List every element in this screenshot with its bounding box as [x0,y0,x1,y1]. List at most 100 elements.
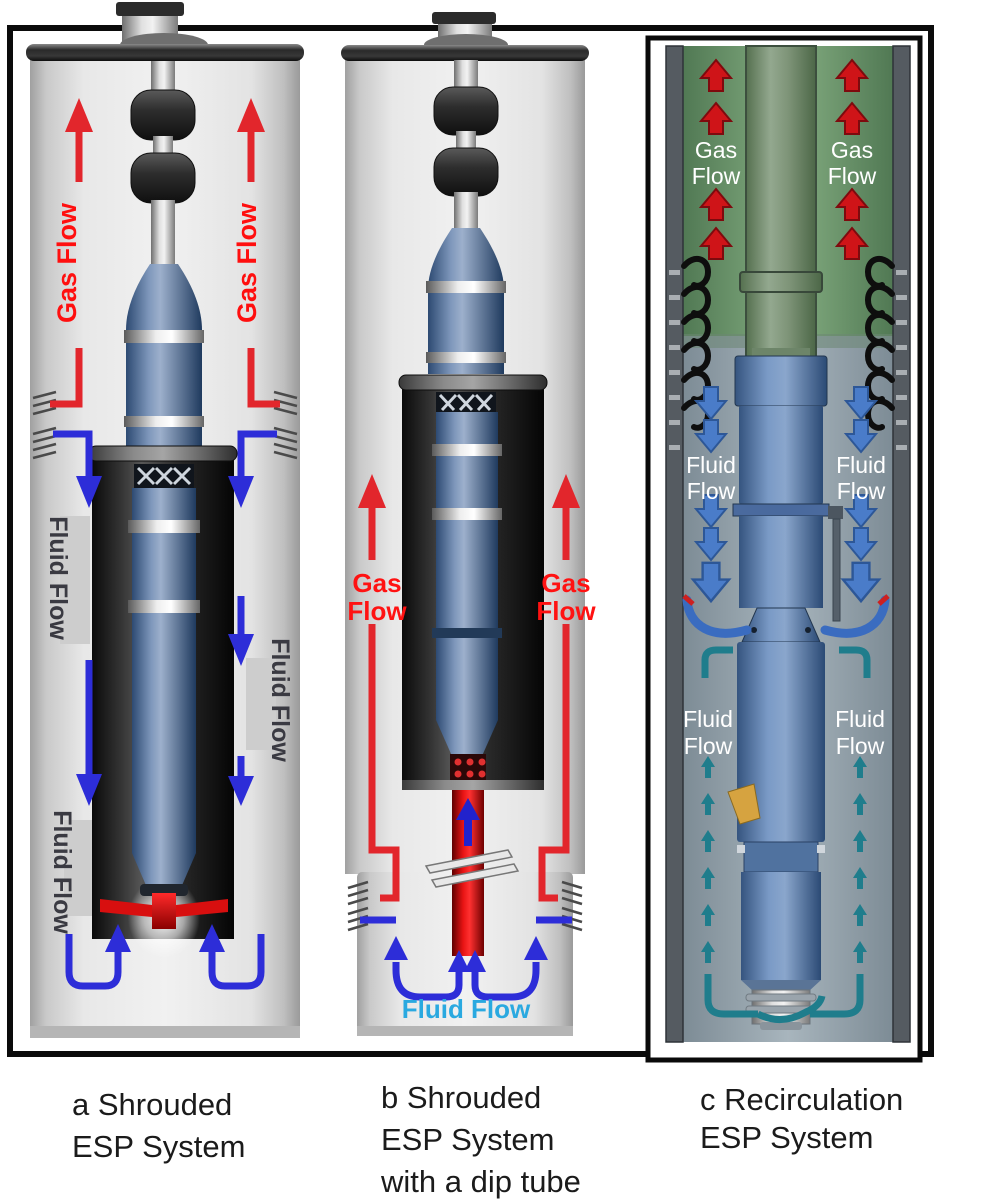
motor-upper-c [737,642,825,842]
cable-clamp-b2 [433,147,499,197]
gas-flow-arrows-b [358,474,580,902]
cable-clamp-a2 [130,152,196,204]
casing-head-a [26,44,304,61]
cable-clamp-a1 [130,89,196,141]
pothead-wedge-c [727,783,761,825]
shaft-b1 [454,60,478,90]
panel-a-shrouded-esp: Gas Flow Gas Flow Fluid Flow Fluid Flow … [26,2,304,1038]
label-fluid-upper-right-c-line2: Flow [837,478,886,504]
cable-clamp-b1 [433,86,499,136]
pump-upper-a [126,264,202,452]
wellhead-cap-a [116,2,184,16]
captions: a Shrouded ESP System b Shrouded ESP Sys… [72,1080,903,1199]
caption-c-line1: c Recirculation [700,1082,903,1117]
motor-fin-right-a [176,899,228,917]
label-gas-flow-right-a: Gas Flow [232,202,262,323]
break-slash-b2 [430,863,520,888]
perforations-b [347,880,583,932]
pump-upper-b [428,228,504,374]
tubing-hanger-dome-b [424,34,508,45]
production-tubing-c [745,45,817,359]
label-fluid-upper-right-c-line1: Fluid [836,452,886,478]
label-fluid-upper-left-c-line1: Fluid [686,452,736,478]
break-slash-b1 [424,849,514,874]
cable-line-c [832,518,841,622]
intake-bolt-left-c [751,627,757,633]
sensor-rib1-c [745,993,817,1002]
pump-joint-c [732,503,830,517]
gas-arrowhead-left-a [65,98,93,132]
fluid-flow-arrows-b [360,916,572,1001]
caption-c-line2: ESP System [700,1120,873,1155]
label-fluid-lower-right-c-line2: Flow [836,733,885,759]
label-gas-left-b-line1: Gas [352,568,401,598]
pump-band-a1 [124,330,204,343]
pump-collar-b [432,628,502,638]
motor-taper-c [741,980,821,992]
label-gas-flow-left-a: Gas Flow [52,202,82,323]
casing-wall-right-c [892,45,911,1043]
label-patch-a3 [64,820,92,916]
caption-a-line2: ESP System [72,1129,245,1164]
shaft-b2 [456,131,476,151]
gas-flow-arrows-a [50,98,280,408]
pump-body2-c [739,516,823,608]
esp-string-b [426,60,506,374]
pump-band-b4 [432,508,502,520]
shaft-a3 [151,200,175,268]
panel-c-recirculation-esp: Gas Flow Gas Flow Fluid Flow Fluid Flow [645,35,923,1063]
caption-b-line3: with a dip tube [380,1164,581,1199]
label-fluid-lower-right-c-line1: Fluid [835,706,885,732]
caption-b-line1: b Shrouded [381,1080,541,1115]
label-gas-right-c-line2: Flow [828,163,877,189]
collar-tab-right-c [817,845,825,853]
intake-bolt-right-c [805,627,811,633]
pump-band-a2 [124,416,204,427]
tubing-hanger-dome-a [120,33,208,45]
pump-lower-b [436,412,498,720]
shroud-bottom-rim-b [402,780,544,790]
casing-bottom-a [30,1026,300,1038]
label-fluid-flow-left-lower-a: Fluid Flow [48,810,76,934]
pump-band-b3 [432,444,502,456]
motor-stinger-a [152,893,176,929]
label-gas-right-b-line1: Gas [541,568,590,598]
cable-box-c [828,506,843,519]
label-fluid-lower-left-c-line2: Flow [684,733,733,759]
caption-a-line1: a Shrouded [72,1087,232,1122]
shaft-a2 [153,136,173,156]
label-gas-left-c-line1: Gas [695,137,737,163]
fluid-flow-arrows-a [53,430,277,990]
esp-string-a [124,61,204,452]
pump-lower-a [132,488,196,853]
intake-mesh-lines-a [136,466,192,486]
motor-lower-c [741,872,821,980]
recirculation-swoosh-c [682,594,890,638]
shaft-b3 [454,192,478,230]
label-fluid-lower-left-c-line1: Fluid [683,706,733,732]
shroud-rim-b [398,374,548,391]
label-gas-left-b-line2: Flow [347,596,407,626]
label-gas-left-c-line2: Flow [692,163,741,189]
pump-band-b1 [426,281,506,293]
pump-band-b2 [426,352,506,363]
perforations-a [32,390,298,460]
casing-bottom-b [357,1026,573,1036]
gas-arrowhead-right-a [237,98,265,132]
pump-band-a3 [128,520,200,533]
intake-mesh-lines-b [438,393,494,412]
label-fluid-flow-right-a: Fluid Flow [266,638,294,762]
casing-wall-left-c [665,45,684,1043]
panel-b-shrouded-esp-dip-tube: Gas Flow Gas Flow Fluid Flow [341,12,596,1036]
pump-body1-c [739,406,823,504]
label-gas-right-b-line2: Flow [536,596,596,626]
wall-slots-c [669,270,907,450]
motor-collar-c [743,841,819,873]
label-patch-a2 [246,658,276,750]
shroud-rim-a [88,445,238,462]
pump-head-c [734,355,828,407]
sensor-cap-c [760,1022,802,1030]
caption-b-line2: ESP System [381,1122,554,1157]
